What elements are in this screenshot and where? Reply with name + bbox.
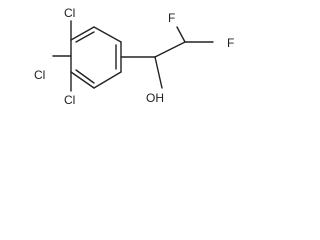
atom-cl-bottom: Cl xyxy=(64,93,75,107)
structure-diagram: Cl Cl Cl F F OH xyxy=(34,6,234,107)
atom-cl-left: Cl xyxy=(34,68,45,82)
atom-f-left: F xyxy=(168,11,175,25)
bond-chf2-to-f-left xyxy=(176,26,186,43)
ring-bond-top-left xyxy=(70,26,95,41)
ring-bond-top-left-inner xyxy=(75,31,95,43)
atom-f-right: F xyxy=(227,36,234,50)
atom-oh: OH xyxy=(146,91,164,105)
bond-chiral-to-oh xyxy=(154,56,163,89)
ring-bond-bottom-left xyxy=(70,71,95,89)
atom-cl-top: Cl xyxy=(64,6,75,20)
ring-bond-bottom-right xyxy=(93,71,122,89)
ring-bond-top-right xyxy=(93,26,122,43)
ring-bond-bottom-left-inner xyxy=(75,69,95,84)
bond-chiral-to-chf2 xyxy=(154,41,186,58)
